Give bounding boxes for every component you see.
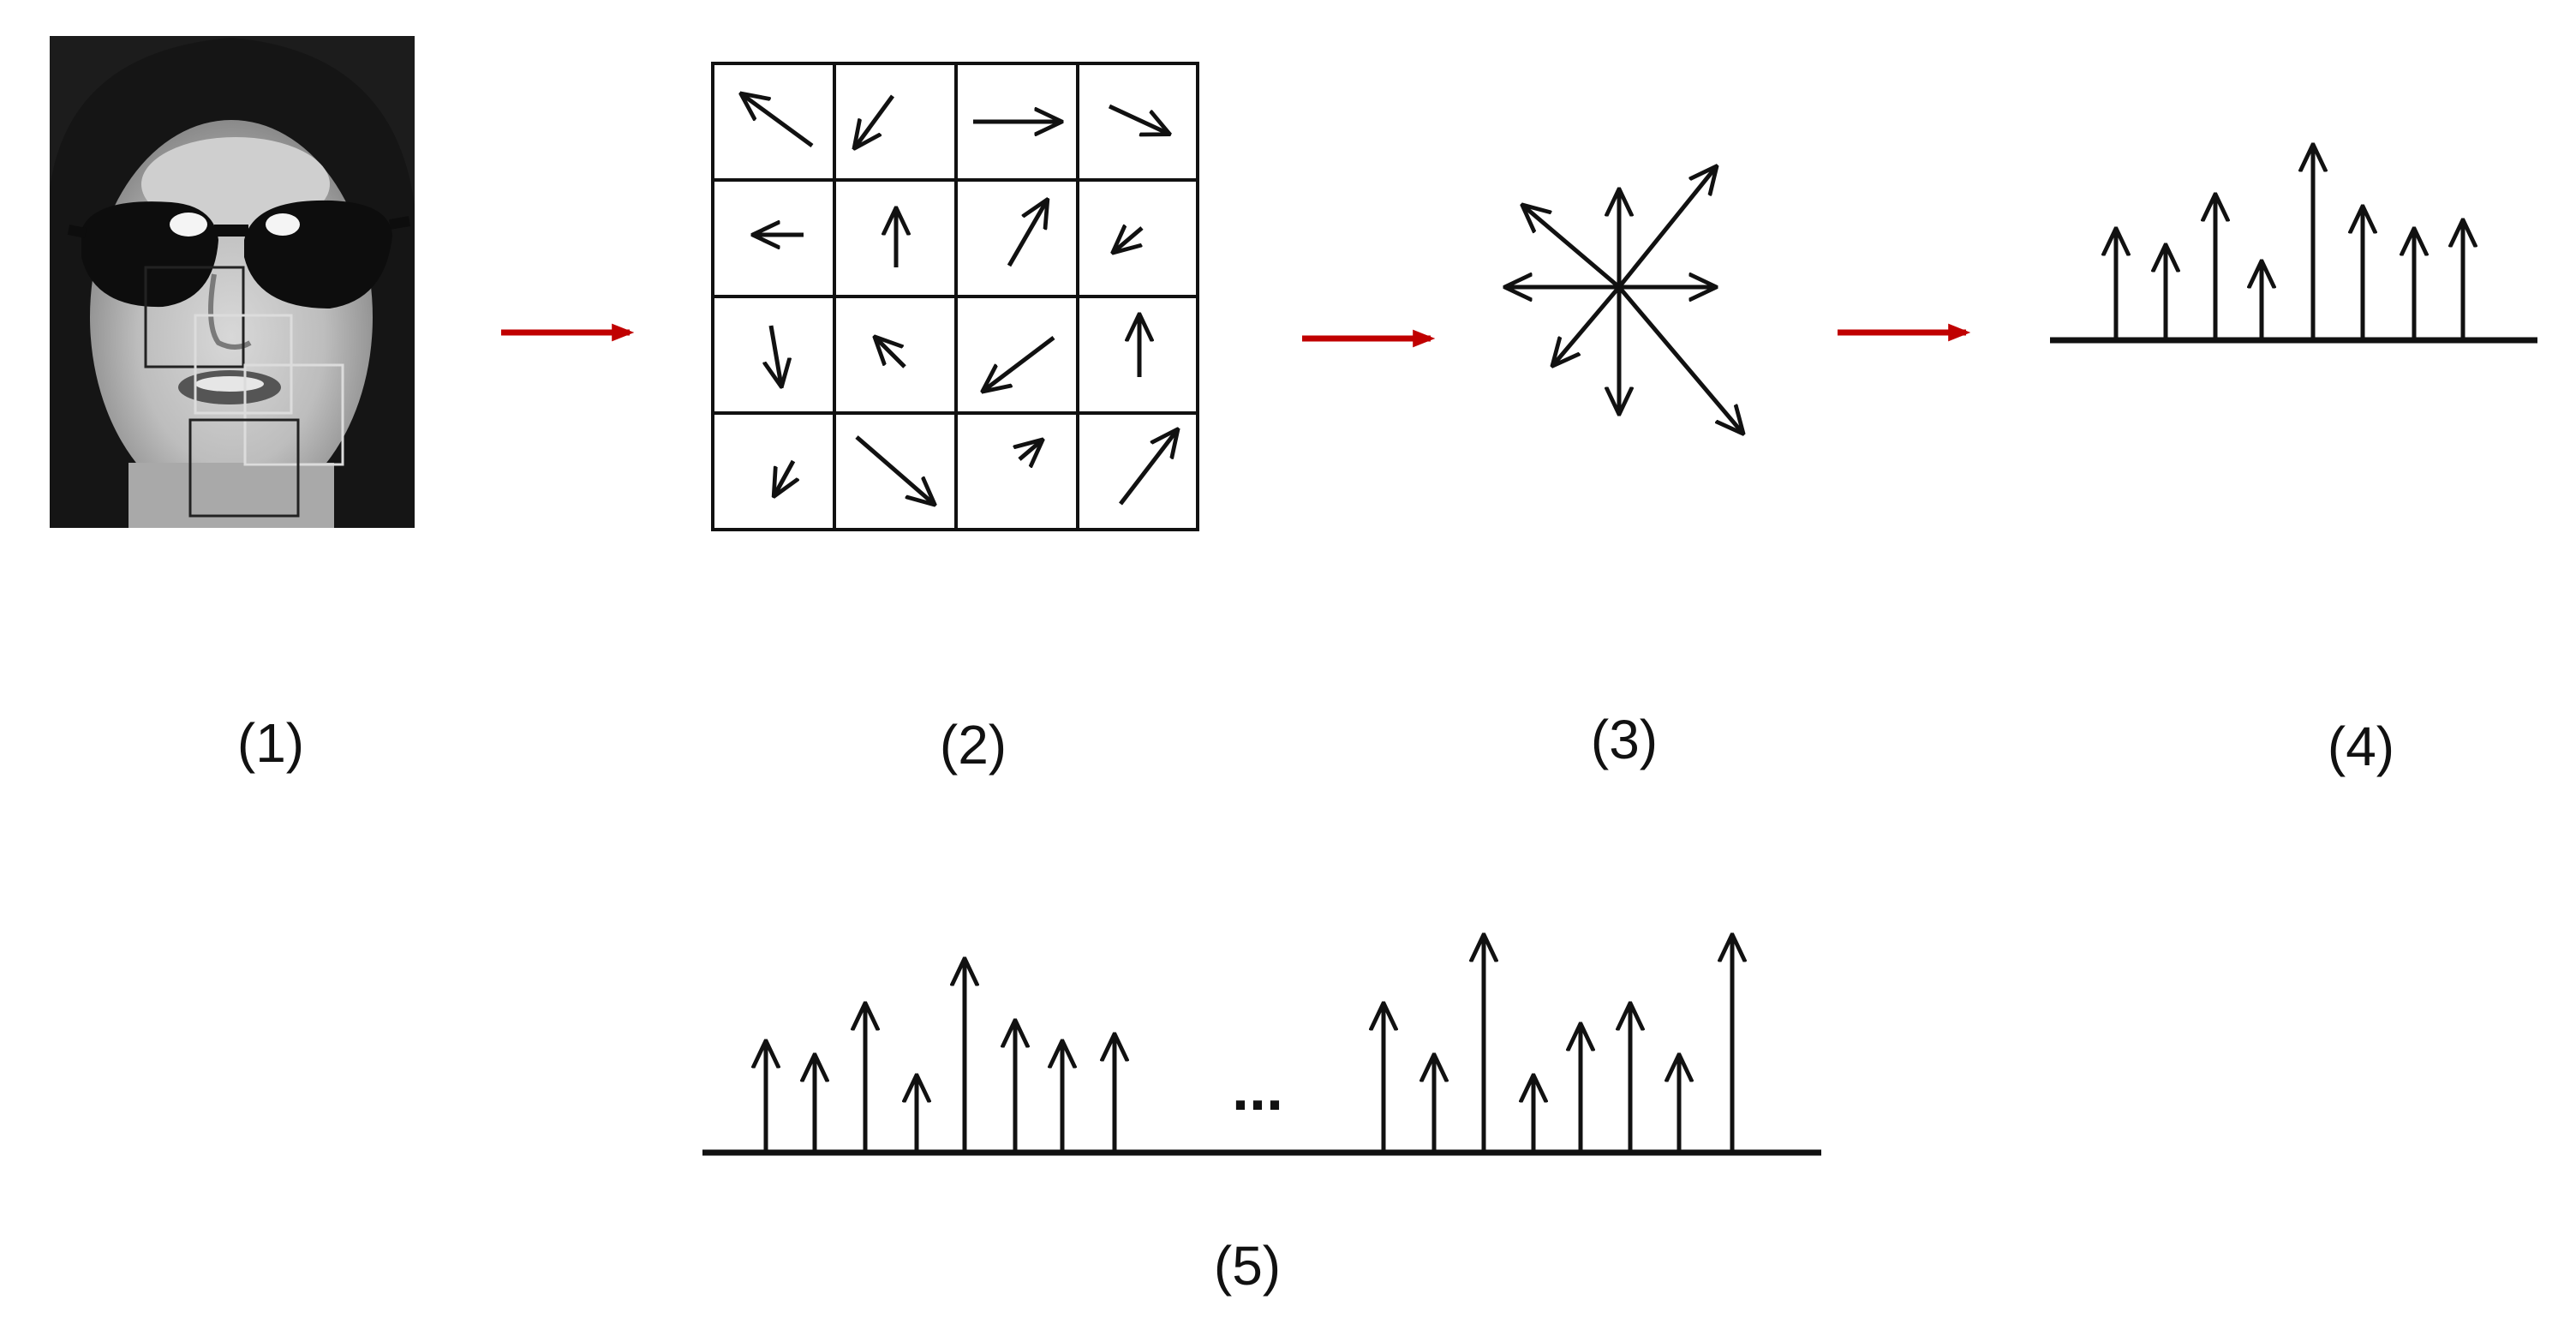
gradient-arrow-icon [855, 94, 895, 147]
gradient-arrow-icon [1114, 228, 1144, 252]
concatenated-histogram [702, 936, 1821, 1156]
gradient-arrow-icon [1019, 440, 1042, 459]
step-label-4: (4) [2327, 716, 2395, 777]
gradient-grid [711, 62, 1199, 531]
gradient-arrow-icon [1119, 430, 1177, 506]
gradient-arrow-icon [774, 459, 793, 495]
gradient-arrow-icon [855, 435, 934, 504]
cell-histogram [2050, 146, 2537, 344]
gradient-arrow-icon [742, 94, 814, 148]
step-label-2: (2) [939, 714, 1007, 776]
face-photo-panel [50, 36, 415, 528]
gradient-arrow-icon [771, 325, 781, 386]
step-label-5: (5) [1213, 1235, 1282, 1297]
gradient-arrow-icon [983, 336, 1055, 391]
orientation-star [1506, 167, 1742, 433]
step-label-1: (1) [236, 712, 305, 774]
gradient-arrow-icon [1007, 201, 1047, 267]
ellipsis: ... [1231, 1055, 1283, 1123]
gradient-arrow-icon [876, 338, 906, 368]
flow-arrows [501, 323, 1971, 348]
sunglasses [67, 200, 411, 309]
gradient-arrow-icon [1108, 104, 1168, 134]
step-label-3: (3) [1590, 709, 1659, 770]
